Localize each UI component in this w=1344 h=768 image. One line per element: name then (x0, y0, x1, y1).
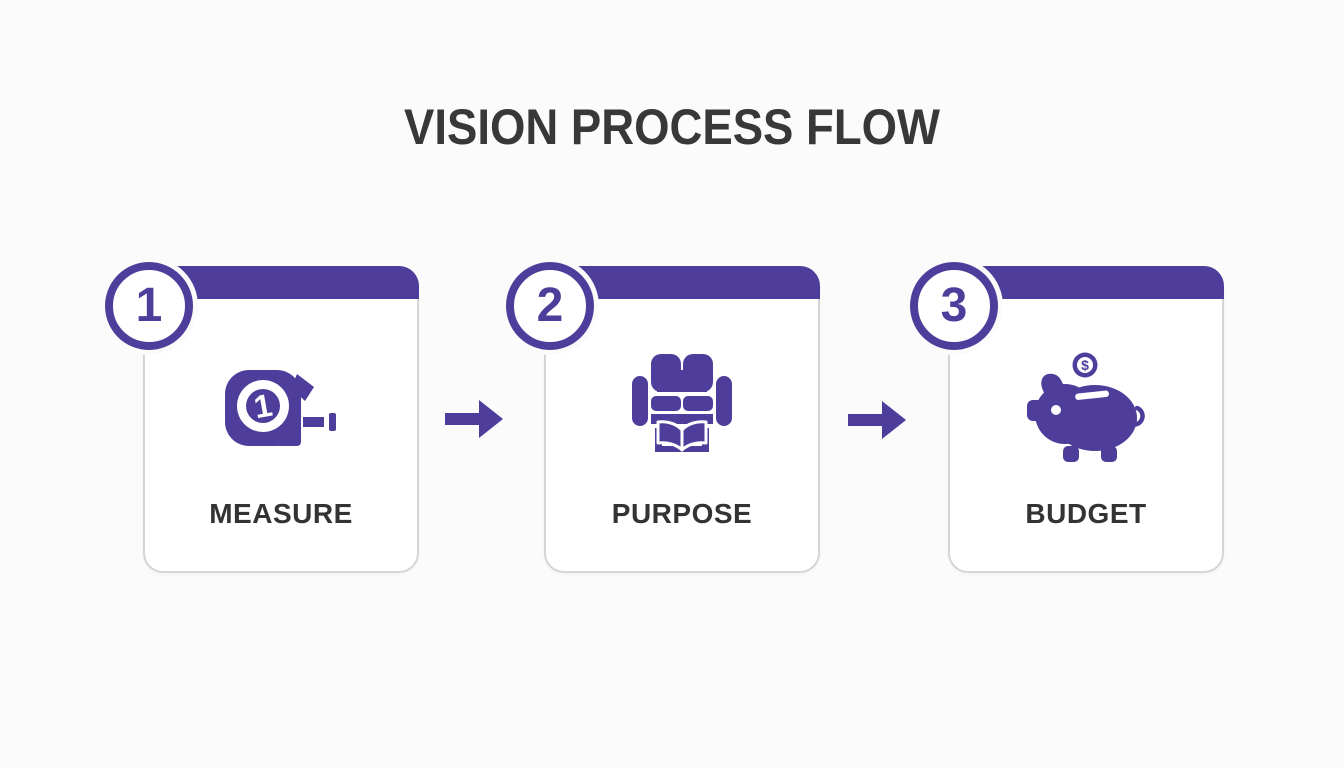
coin-symbol: $ (1081, 357, 1089, 373)
sofa-reading-icon (546, 354, 818, 462)
right-arrow-icon (445, 399, 503, 444)
step-number-badge: 1 (105, 262, 193, 350)
step-label: PURPOSE (611, 498, 753, 529)
step-card-purpose: 2 PURPOSE (506, 262, 820, 573)
step-number-badge: 2 (506, 262, 594, 350)
tape-measure-icon: 1 (145, 370, 417, 448)
right-arrow-icon (848, 400, 906, 445)
step-card-budget: 3 $ BUDGET (910, 262, 1224, 573)
step-number-badge: 3 (910, 262, 998, 350)
piggy-bank-icon: $ (950, 352, 1222, 464)
page-title: VISION PROCESS FLOW (404, 99, 940, 155)
tape-digit: 1 (251, 387, 275, 426)
step-card-measure: 1 1 MEASURE (105, 262, 419, 573)
step-label: MEASURE (209, 498, 353, 529)
step-label: BUDGET (1025, 498, 1147, 529)
